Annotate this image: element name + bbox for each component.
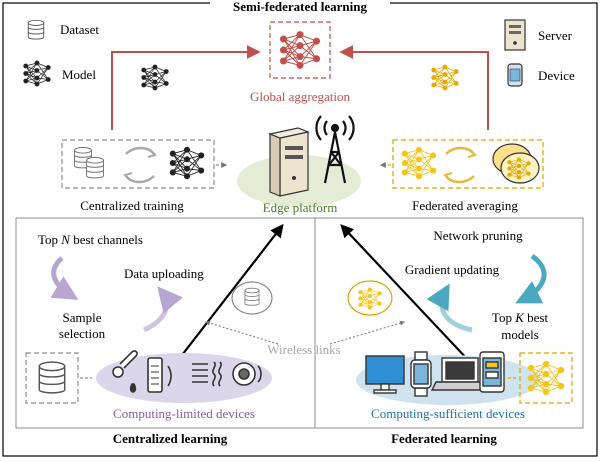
selection-label: selection — [59, 326, 106, 341]
laptop-icon — [430, 357, 490, 391]
desktop-monitor-icon — [365, 355, 405, 394]
meter-device-icon — [147, 357, 172, 393]
training-dataset-icon — [74, 146, 104, 179]
smartwatch-icon — [410, 351, 432, 397]
gradient-updating-label: Gradient updating — [405, 262, 500, 277]
device-legend-label: Device — [538, 68, 575, 83]
wireless-links-label: Wireless links — [267, 342, 341, 357]
global-aggregation-label: Global aggregation — [250, 89, 350, 104]
lower-panels-frame — [15, 217, 584, 429]
pruning-curve-arrow — [515, 253, 547, 304]
sufficient-devices-label: Computing-sufficient devices — [371, 406, 525, 421]
centralized-title-gap — [100, 430, 240, 444]
centralized-upload-model-icon — [140, 64, 170, 91]
heat-sensor-icon — [192, 361, 222, 387]
upload-curve-arrow — [142, 286, 183, 333]
top-n-channels-label: Top N best channels — [38, 232, 143, 247]
thermometer-icon — [112, 350, 138, 393]
centralized-learning-title: Centralized learning — [113, 431, 228, 446]
global-model-icon — [279, 30, 321, 70]
federated-upload-model-icon — [430, 64, 460, 91]
centralized-uplink-arrow — [171, 223, 284, 369]
averaging-cycle-icon — [443, 146, 477, 184]
federated-uplink-arrow — [340, 224, 471, 363]
training-model-icon — [169, 146, 205, 180]
upload-bubble-icon — [231, 281, 273, 315]
federated-title-gap — [378, 430, 510, 444]
global-model-box — [269, 21, 331, 79]
server-legend-label: Server — [538, 28, 573, 43]
limited-devices-ellipse — [96, 353, 272, 403]
network-pruning-label: Network pruning — [433, 228, 523, 243]
gradient-curve-arrow — [426, 283, 473, 333]
wireless-link-left-arrow — [205, 320, 279, 345]
top-k-models-label: Top K best — [492, 310, 549, 325]
local-dataset-icon — [38, 361, 66, 394]
data-uploading-label: Data uploading — [124, 266, 204, 281]
models-label: models — [501, 327, 539, 342]
selection-curve-arrow — [50, 256, 79, 300]
training-cycle-icon — [123, 146, 157, 184]
right-to-global-arrow — [339, 45, 489, 130]
camera-sensor-icon — [232, 362, 262, 386]
federated-averaging-label: Federated averaging — [412, 198, 518, 213]
averaging-model-bubbles-icon — [492, 143, 540, 184]
sample-label: Sample — [63, 310, 102, 325]
averaging-model-left-icon — [401, 146, 437, 180]
local-model-box — [519, 352, 573, 404]
local-model-icon — [527, 360, 565, 396]
model-legend-icon — [22, 60, 52, 87]
edge-server-icon — [267, 127, 311, 197]
wireless-link-right-arrow — [329, 320, 405, 345]
phone-icon — [479, 351, 505, 393]
semi-federated-title: Semi-federated learning — [233, 0, 367, 14]
model-legend-label: Model — [62, 67, 96, 82]
centralized-training-label: Centralized training — [80, 198, 184, 213]
federated-averaging-box — [392, 139, 544, 189]
antenna-tower-icon — [315, 115, 355, 184]
device-legend-icon — [507, 63, 523, 87]
dataset-legend-icon — [27, 19, 45, 40]
gradient-bubble-icon — [347, 280, 393, 316]
left-to-global-arrow — [111, 45, 261, 130]
server-legend-icon — [504, 19, 526, 51]
local-dataset-box — [25, 352, 79, 404]
federated-learning-title: Federated learning — [391, 431, 497, 446]
centralized-training-box — [61, 139, 215, 189]
edge-platform-label: Edge platform — [263, 200, 338, 215]
dataset-legend-label: Dataset — [60, 22, 99, 37]
limited-devices-label: Computing-limited devices — [113, 406, 255, 421]
